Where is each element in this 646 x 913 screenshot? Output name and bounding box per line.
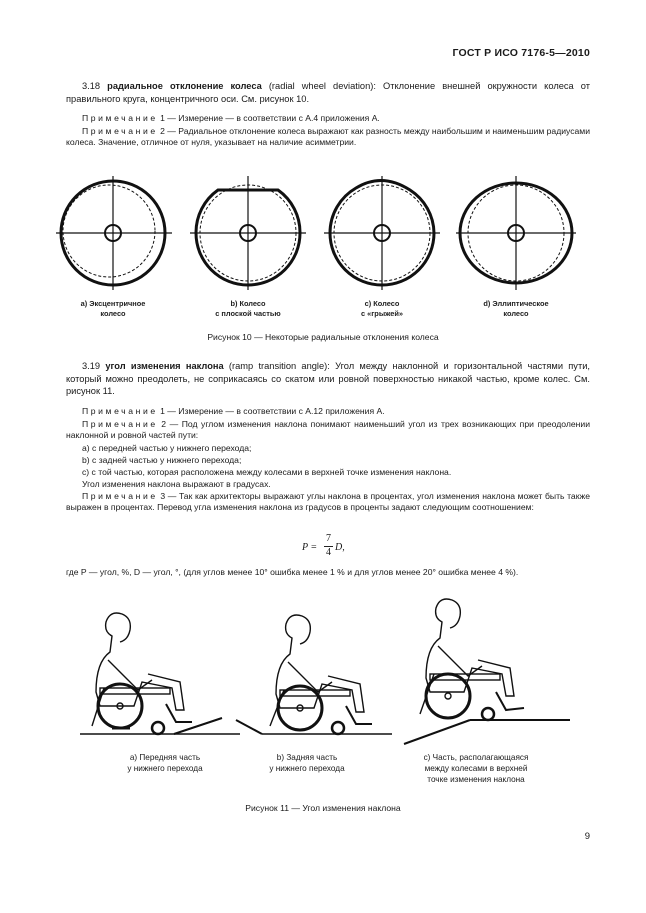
section-3-19-paragraph: 3.19 угол изменения наклона (ramp transi… [66, 360, 590, 398]
definition-text: (ramp transition angle): Угол между накл… [66, 361, 590, 397]
section-number: 3.19 [82, 361, 101, 371]
wheelchair-c [403, 598, 570, 745]
note-label: Примечание [82, 491, 158, 501]
definition-text: (radial wheel deviation): Отклонение вне… [66, 81, 590, 104]
term-title: радиальное отклонение колеса [107, 81, 262, 91]
wheel-elliptical [456, 176, 576, 290]
section-3-19-note-2: Примечание 2 — Под углом изменения накло… [66, 419, 590, 442]
page-number: 9 [584, 831, 590, 842]
wheel-flat-part [190, 176, 306, 290]
section-3-18-note-1: Примечание 1 — Измерение — в соответстви… [66, 113, 590, 124]
note-text: 1 — Измерение — в соответствии с А.12 пр… [157, 406, 385, 416]
figure-11-wheelchairs [80, 598, 570, 745]
list-item-a: a) с передней частью у нижнего перехода; [82, 443, 252, 453]
note-text: 2 — Радиальное отклонение колеса выражаю… [66, 126, 590, 148]
wheelchair-b [235, 614, 392, 736]
figure-10-title: Рисунок 10 — Некоторые радиальные отклон… [207, 332, 439, 342]
term-title: угол изменения наклона [105, 361, 224, 371]
note-text: 2 — Под углом изменения наклона понимают… [66, 419, 590, 441]
wheel-eccentric [56, 176, 172, 290]
section-3-18-note-2: Примечание 2 — Радиальное отклонение кол… [66, 126, 590, 149]
note-label: Примечание [82, 406, 158, 416]
section-3-19-note-1: Примечание 1 — Измерение — в соответстви… [66, 406, 590, 417]
figure-11-title: Рисунок 11 — Угол изменения наклона [245, 803, 401, 813]
document-header: ГОСТ Р ИСО 7176-5—2010 [452, 47, 590, 59]
degrees-statement: Угол изменения наклона выражают в градус… [82, 479, 271, 489]
section-number: 3.18 [82, 81, 101, 91]
section-3-19-note-3: Примечание 3 — Так как архитекторы выраж… [66, 491, 590, 514]
wheelchair-a [80, 612, 240, 736]
figure-10-wheels [56, 176, 576, 290]
note-label: Примечание [82, 126, 158, 136]
note-text: 3 — Так как архитекторы выражают углы на… [66, 491, 590, 513]
list-item-c: c) с той частью, которая расположена меж… [82, 467, 452, 477]
list-item-b: b) с задней частью у нижнего перехода; [82, 455, 242, 465]
wheel-hernia [324, 176, 440, 290]
note-label: Примечание [82, 113, 158, 123]
note-label: Примечание [82, 419, 158, 429]
formula-explanation: где P — угол, %, D — угол, °, (для углов… [66, 567, 519, 577]
note-text: 1 — Измерение — в соответствии с А.4 при… [157, 113, 380, 123]
section-3-18-paragraph: 3.18 радиальное отклонение колеса (radia… [66, 80, 590, 105]
